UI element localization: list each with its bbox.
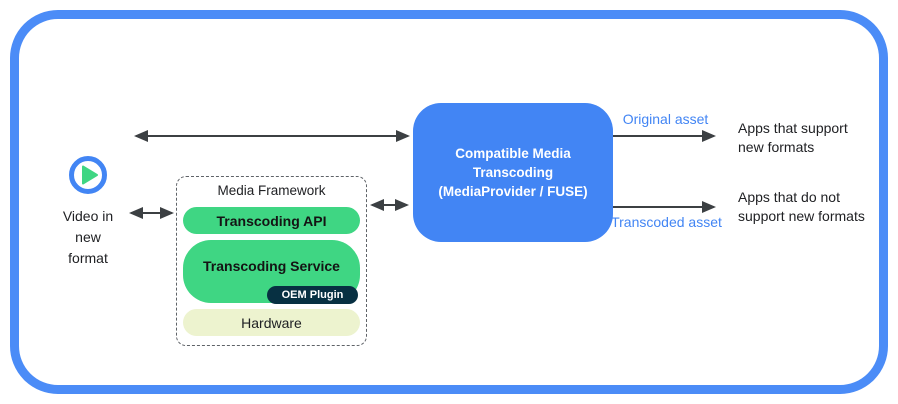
apps-no-support-label: Apps that do not support new formats	[738, 188, 865, 226]
transcoder-box-line: (MediaProvider / FUSE)	[438, 184, 588, 199]
oem-plugin-pill: OEM Plugin	[267, 286, 358, 304]
video-source-line: new	[75, 229, 101, 245]
play-icon	[69, 156, 107, 194]
transcoder-box-line: Transcoding	[472, 165, 554, 180]
transcoding-api-pill: Transcoding API	[183, 207, 360, 234]
video-source-line: format	[68, 250, 108, 266]
apps-support-line: Apps that support	[738, 120, 848, 136]
apps-support-line: new formats	[738, 139, 815, 155]
apps-support-label: Apps that support new formats	[738, 119, 848, 157]
transcoded-asset-label: Transcoded asset	[611, 214, 722, 230]
apps-no-support-line: Apps that do not	[738, 189, 840, 205]
video-source-line: Video in	[62, 208, 114, 224]
hardware-pill: Hardware	[183, 309, 360, 336]
compatible-media-transcoding-box: Compatible Media Transcoding (MediaProvi…	[413, 103, 613, 242]
original-asset-label: Original asset	[622, 111, 709, 127]
video-source-label: Video in new format	[48, 206, 128, 269]
media-framework-box	[176, 176, 367, 346]
transcoder-box-line: Compatible Media	[455, 146, 571, 161]
media-framework-title: Media Framework	[217, 183, 326, 198]
apps-no-support-line: support new formats	[738, 208, 865, 224]
